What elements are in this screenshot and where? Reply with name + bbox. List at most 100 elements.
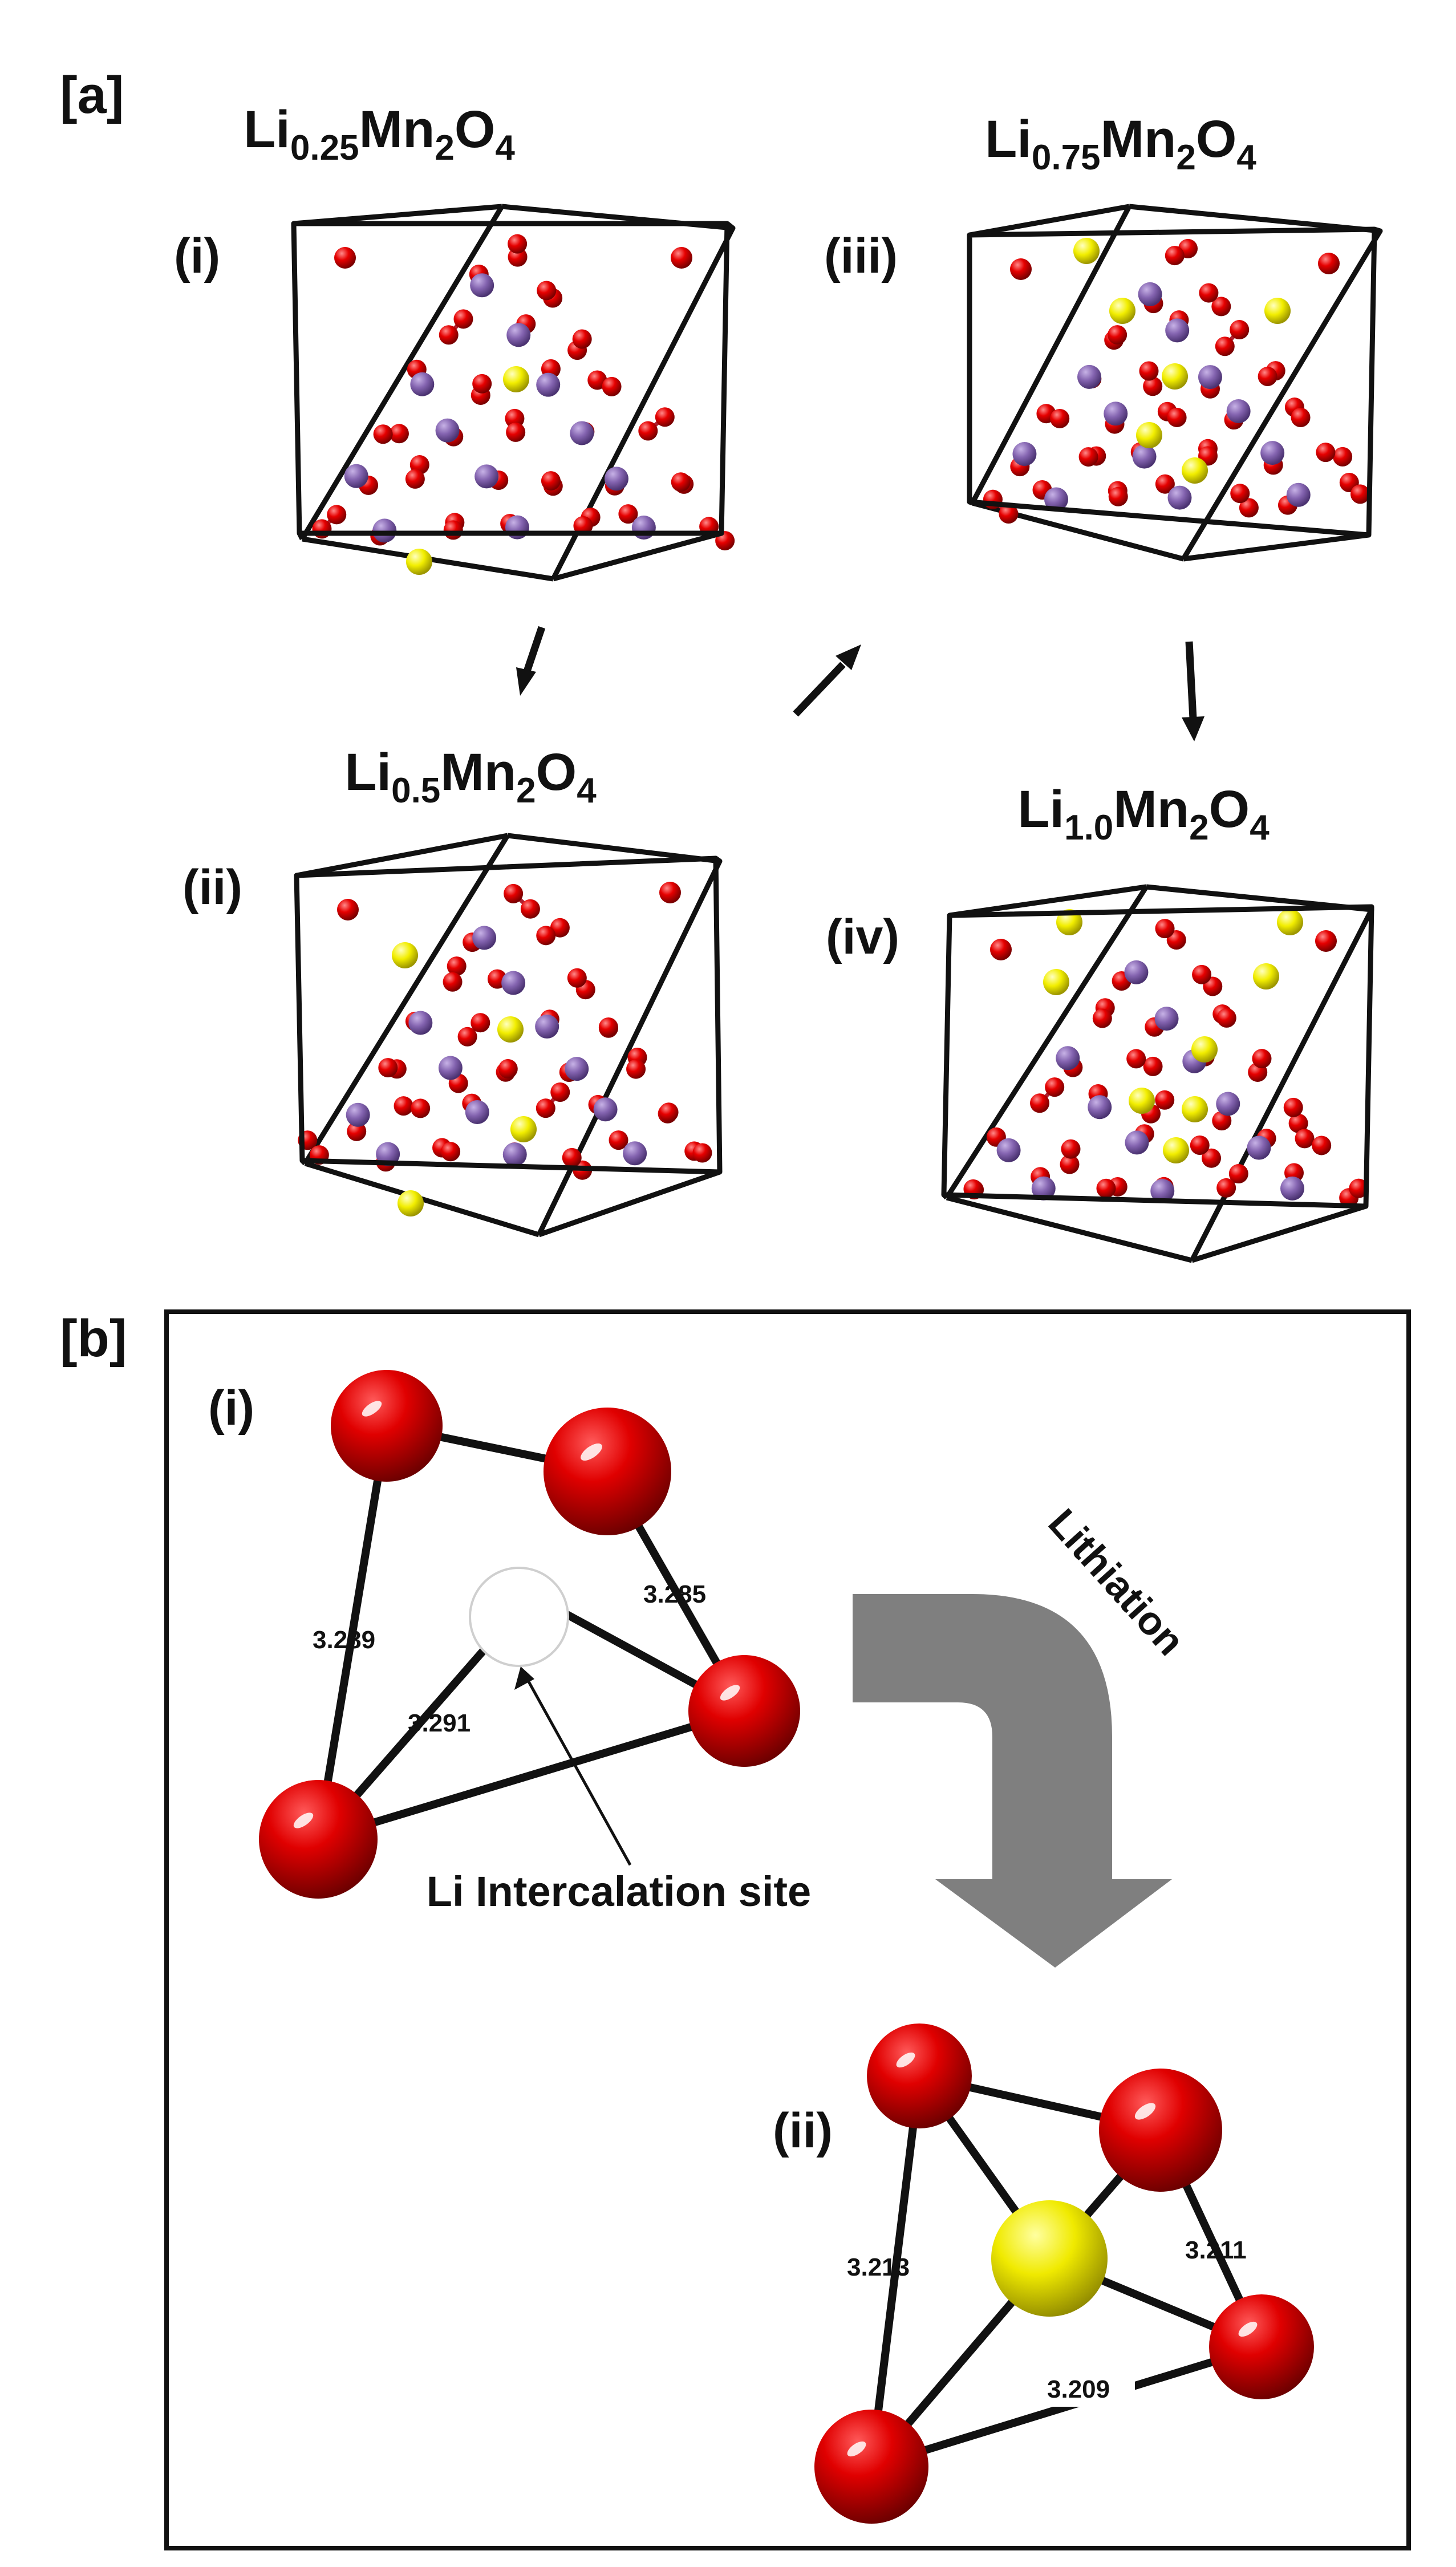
manganese-atom: [1165, 318, 1190, 343]
oxygen-atom: [598, 1017, 618, 1037]
manganese-atom: [344, 464, 368, 488]
arrow-ii-to-iii: [793, 644, 861, 717]
unit-cell-edge: [949, 884, 1147, 918]
oxygen-atom: [1212, 1111, 1232, 1131]
oxygen-atom: [1216, 1178, 1236, 1198]
oxygen-atom: [1283, 1097, 1303, 1117]
oxygen-atom: [659, 882, 681, 903]
oxygen-atom: [671, 247, 692, 269]
lithium-atom: [1162, 363, 1188, 390]
oxygen-atom: [1315, 930, 1337, 952]
panel-b: [b] (i) 3.289 3.285 3.291 Li Interc: [60, 1309, 1411, 2550]
atom-highlight: [293, 1812, 314, 1828]
oxygen-atom: [1050, 408, 1070, 428]
manganese-atom: [501, 971, 526, 995]
oxygen-atom: [1078, 447, 1098, 467]
oxygen-atom: [394, 1096, 413, 1116]
unit-cell-edge: [538, 1169, 721, 1238]
lithium-atom: [1056, 909, 1082, 935]
oxygen-atom: [541, 471, 561, 491]
manganese-atom: [1280, 1176, 1305, 1201]
oxygen-atom: [439, 325, 459, 345]
oxygen-atom: [443, 520, 463, 540]
structure-label-iii: (iii): [824, 229, 898, 283]
oxygen-atom: [259, 1780, 378, 1899]
manganese-atom: [604, 467, 628, 491]
oxygen-atom: [1045, 1077, 1065, 1097]
oxygen-atom: [1312, 1136, 1332, 1155]
formula-title-i: Li0.25Mn2O4: [244, 100, 515, 168]
manganese-atom: [410, 372, 435, 396]
manganese-atom: [376, 1142, 400, 1166]
oxygen-atom: [1252, 1049, 1272, 1069]
atom-highlight: [1238, 2321, 1258, 2337]
oxygen-atom: [1230, 320, 1250, 340]
oxygen-atom: [587, 370, 607, 390]
panel-b-label: [b]: [60, 1309, 127, 1368]
oxygen-atom: [447, 956, 467, 976]
oxygen-atom: [1143, 1056, 1163, 1076]
oxygen-atom: [1318, 253, 1340, 274]
manganese-atom: [408, 1011, 433, 1035]
manganese-atom: [1132, 444, 1157, 469]
manganese-atom: [1216, 1092, 1240, 1116]
lithium-atom: [991, 2200, 1108, 2317]
oxygen-atom: [1126, 1049, 1146, 1069]
unit-cell-edge: [725, 221, 735, 230]
oxygen-atom: [626, 1059, 646, 1079]
oxygen-atom: [1295, 1129, 1315, 1149]
oxygen-atom: [609, 1130, 628, 1150]
oxygen-atom: [1215, 336, 1235, 356]
oxygen-atom: [1165, 246, 1185, 266]
oxygen-atom: [405, 469, 425, 489]
oxygen-atom: [1216, 1008, 1236, 1028]
distance-label: 3.211: [1185, 2236, 1247, 2264]
site-pointer-arrow: [526, 1678, 632, 1866]
lithium-atom: [1182, 457, 1208, 484]
arrow-i-to-ii: [516, 626, 546, 696]
site-pointer-arrowhead: [514, 1666, 534, 1690]
oxygen-atom: [1202, 1148, 1222, 1168]
manganese-atom: [435, 418, 460, 443]
oxygen-atom: [1230, 484, 1250, 504]
unit-cell-edge: [300, 205, 504, 541]
lithium-atom: [497, 1016, 524, 1043]
oxygen-atom: [337, 899, 359, 920]
atom-highlight: [847, 2441, 866, 2457]
oxygen-atom: [471, 1013, 490, 1033]
manganese-atom: [1150, 1179, 1175, 1203]
unit-cell-edge: [714, 856, 721, 863]
crystal-structure-ii: [294, 833, 723, 1238]
oxygen-atom: [550, 1082, 570, 1102]
manganese-atom: [472, 926, 497, 950]
lithium-atom: [1109, 298, 1135, 324]
oxygen-atom: [536, 926, 556, 946]
manganese-atom: [346, 1102, 370, 1127]
oxygen-atom: [990, 939, 1012, 960]
oxygen-atom: [1030, 1093, 1050, 1113]
unit-cell-edge: [946, 1195, 1193, 1263]
manganese-atom: [502, 1142, 527, 1167]
sub-b-label-i: (i): [208, 1381, 254, 1435]
manganese-atom: [996, 1138, 1021, 1162]
lithium-atom: [503, 366, 529, 392]
manganese-atom: [1125, 1130, 1149, 1155]
oxygen-atom: [692, 1143, 712, 1163]
manganese-atom: [1012, 442, 1037, 467]
oxygen-atom: [1199, 283, 1219, 303]
atom-highlight: [362, 1401, 382, 1417]
manganese-atom: [565, 1057, 589, 1081]
manganese-atom: [535, 1014, 559, 1039]
oxygen-atom: [1291, 408, 1311, 428]
manganese-atom: [1124, 960, 1149, 984]
formula-title-ii: Li0.5Mn2O4: [344, 743, 597, 810]
label-backdrop: [1041, 2373, 1135, 2407]
oxygen-atom: [1155, 474, 1175, 494]
oxygen-atom: [618, 504, 638, 524]
distance-label: 3.289: [313, 1626, 375, 1654]
manganese-atom: [470, 273, 494, 298]
oxygen-atom: [814, 2410, 928, 2524]
manganese-atom: [465, 1100, 489, 1125]
unit-cell-edge: [970, 205, 1131, 505]
